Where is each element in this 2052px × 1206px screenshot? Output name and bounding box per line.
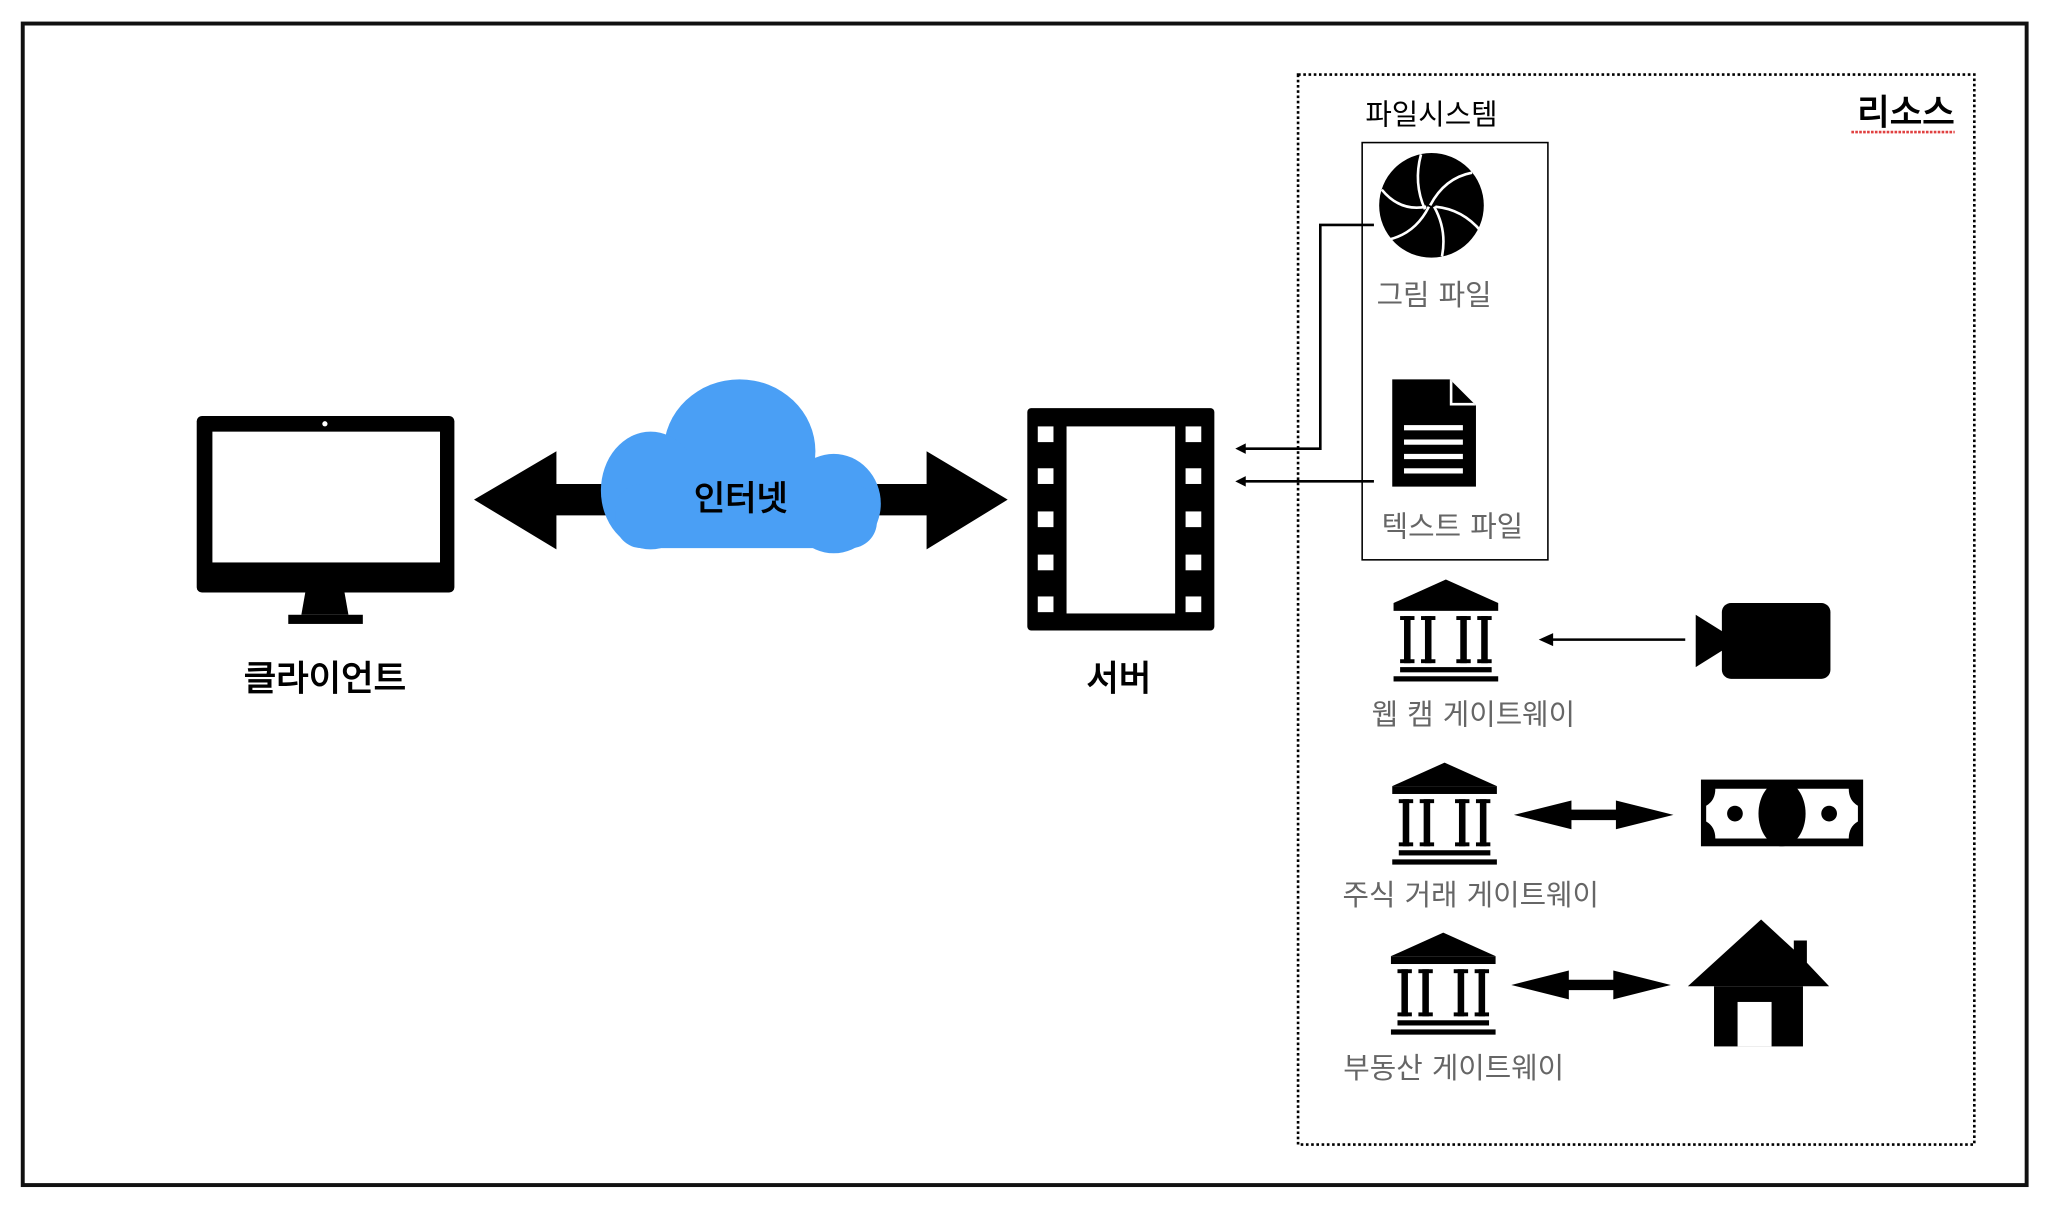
house-icon	[1687, 919, 1830, 1047]
file-connector-lines	[1243, 223, 1374, 483]
webcam-gateway-label: 웹 캠 게이트웨이	[1372, 698, 1576, 732]
client-label: 클라이언트	[244, 659, 406, 700]
bank-icon	[1390, 932, 1496, 1035]
arrowhead	[1538, 633, 1554, 647]
arrowhead	[1235, 443, 1246, 454]
film-strip-icon	[1027, 408, 1215, 631]
resources-box	[1296, 73, 1976, 1146]
arrowhead	[1235, 476, 1246, 487]
bidirectional-arrow	[1511, 970, 1671, 1000]
document-icon	[1392, 379, 1476, 487]
server-label: 서버	[1086, 659, 1151, 700]
filesystem-title: 파일시스템	[1365, 97, 1497, 131]
camera-aperture-icon	[1379, 153, 1484, 258]
bank-icon	[1393, 579, 1499, 682]
video-camera-icon	[1695, 603, 1831, 679]
bidirectional-arrow-client-internet	[474, 451, 1008, 550]
resources-title: 리소스	[1857, 92, 1954, 133]
internet-label: 인터넷	[694, 479, 788, 519]
bank-icon	[1392, 762, 1497, 865]
stock-gateway-label: 주식 거래 게이트웨이	[1342, 878, 1598, 912]
cloud-icon	[600, 379, 881, 554]
text-file-label: 텍스트 파일	[1382, 509, 1523, 543]
monitor-icon	[196, 415, 455, 624]
real-estate-gateway-label: 부동산 게이트웨이	[1343, 1051, 1564, 1085]
filesystem-box	[1361, 141, 1549, 561]
banknote-icon	[1700, 779, 1864, 847]
bidirectional-arrow	[1513, 800, 1674, 830]
image-file-label: 그림 파일	[1377, 278, 1492, 312]
outer-frame	[20, 21, 2029, 1188]
